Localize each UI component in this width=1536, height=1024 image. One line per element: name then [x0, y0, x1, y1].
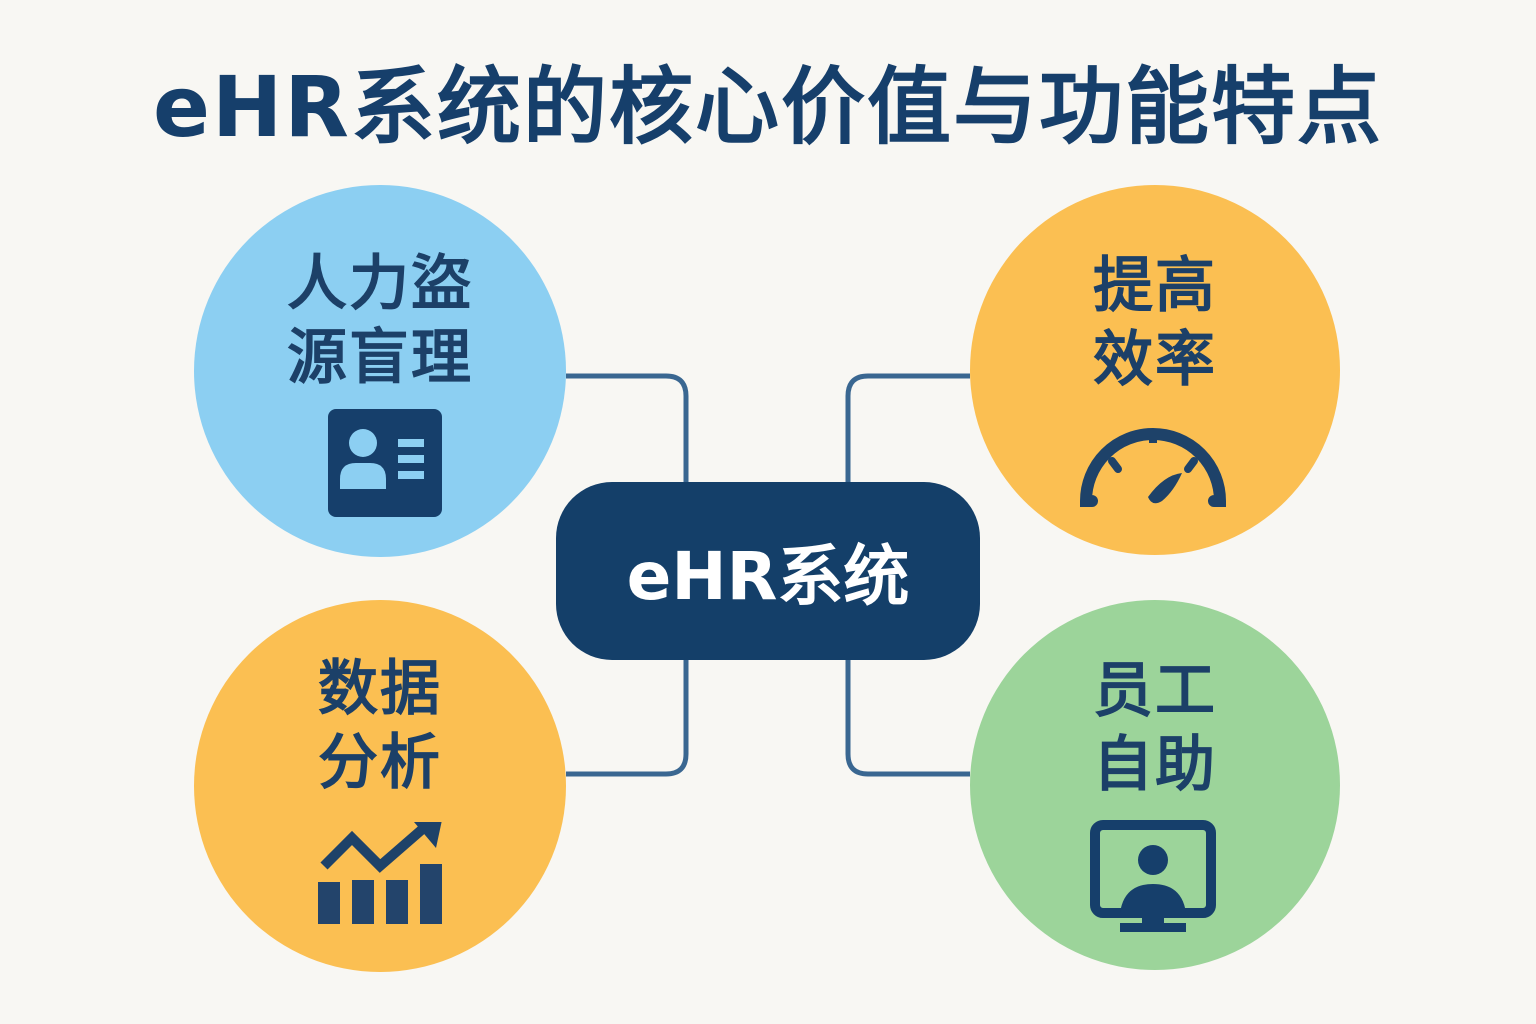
node-hr-management: 人力盜源盲理: [194, 185, 566, 557]
hub-ehr-system: eHR系统: [556, 482, 980, 660]
node-data-analysis: 数据分析: [194, 600, 566, 972]
node-label: 数据分析: [318, 654, 442, 798]
hub-label: eHR系统: [626, 538, 910, 615]
node-employee-self-service: 员工自助: [970, 600, 1340, 970]
speedometer-icon: [1079, 428, 1227, 507]
node-efficiency: 提高效率: [970, 185, 1340, 555]
node-label: 人力盜源盲理: [287, 249, 473, 393]
id-card-icon: [328, 409, 442, 517]
monitor-user-icon: [1090, 820, 1216, 932]
node-label: 提高效率: [1093, 251, 1217, 395]
node-label: 员工自助: [1093, 656, 1217, 800]
bar-chart-trend-icon: [318, 822, 442, 924]
page-title: eHR系统的核心价值与功能特点: [153, 58, 1383, 156]
